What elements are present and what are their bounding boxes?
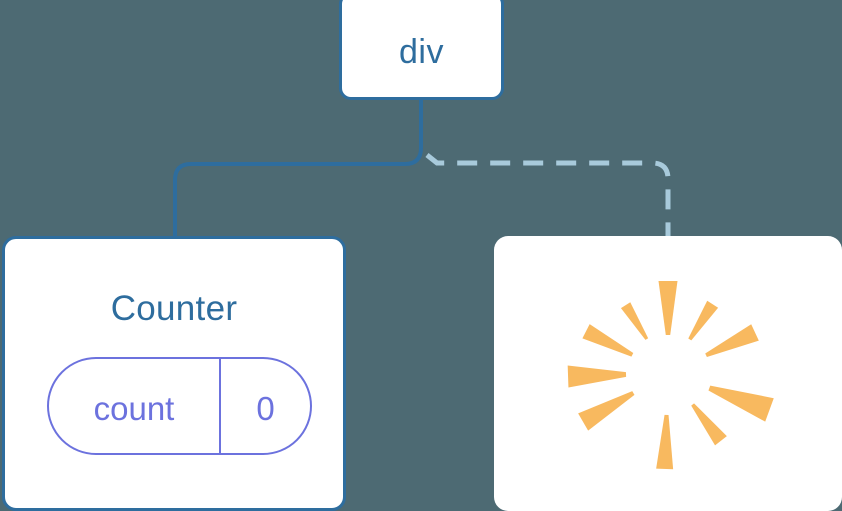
ray-n [658,281,678,335]
ray-wnw [582,324,634,357]
ray-nne [688,300,719,341]
node-div[interactable]: div [339,0,504,100]
connector-root-to-burst [425,153,671,240]
state-pill-count[interactable]: count 0 [47,357,312,455]
starburst-ray-group [567,281,774,470]
ray-s [656,414,674,470]
ray-ene [705,324,759,358]
ray-wsw [578,391,635,431]
state-key-label: count [93,389,175,427]
node-burst[interactable] [494,236,842,511]
state-value-cell: 0 [221,359,310,453]
connector-root-to-counter [173,100,423,240]
node-counter-title: Counter [110,289,238,328]
state-value-label: 0 [256,389,275,427]
ray-nnw [620,302,649,340]
ray-e [708,385,774,422]
state-key-cell: count [49,359,221,453]
starburst-icon [567,281,774,470]
node-counter[interactable]: Counter count 0 [2,236,346,511]
ray-w [567,365,627,388]
node-div-label: div [399,33,444,71]
ray-ese [691,403,727,446]
